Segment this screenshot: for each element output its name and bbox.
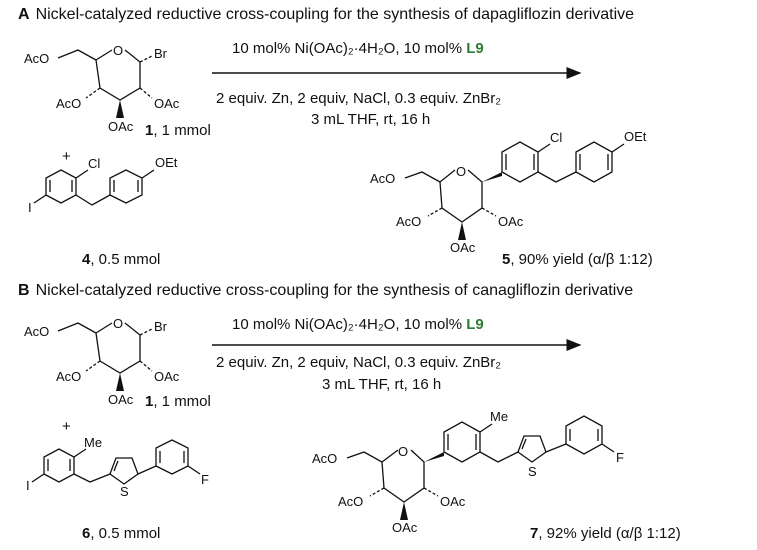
atom-label-i: I: [28, 200, 32, 215]
compound-label-part: 4: [82, 251, 91, 268]
atom-label-aco: AcO: [370, 171, 395, 186]
atom-label-oac: OAc: [440, 494, 466, 509]
compound-5-label: 5, 90% yield (α/β 1:12): [502, 251, 653, 268]
atom-label-oac: OAc: [154, 369, 180, 384]
atom-label-o: O: [398, 444, 408, 459]
atom-label-oet: OEt: [624, 129, 647, 144]
compound-label-part: 7: [530, 525, 539, 542]
atom-label-s: S: [528, 464, 537, 479]
panel-b-catalyst-line: 10 mol% Ni(OAc)₂·4H₂O, 10 mol% L9: [232, 316, 484, 333]
panel-b-title: Nickel-catalyzed reductive cross-couplin…: [35, 282, 634, 299]
compound-label-part: , 1 mmol: [153, 393, 211, 410]
atom-label-me: Me: [84, 435, 102, 450]
panel-a-catalyst: 10 mol% Ni(OAc)₂·4H₂O, 10 mol%: [232, 40, 463, 57]
compound-label-part: , 92% yield (α/β 1:12): [538, 525, 681, 542]
panel-b-ligand: L9: [466, 316, 484, 333]
atom-label-aco: AcO: [312, 451, 337, 466]
atom-label-me: Me: [490, 409, 508, 424]
panel-a-title: Nickel-catalyzed reductive cross-couplin…: [35, 6, 635, 23]
panel-a-catalyst-line: 10 mol% Ni(OAc)₂·4H₂O, 10 mol% L9: [232, 40, 484, 57]
compound-7-structure: O AcO OAc AcO OAc Me S F: [312, 409, 624, 535]
atom-label-oac: OAc: [108, 392, 134, 407]
atom-label-aco: AcO: [56, 96, 81, 111]
plus-sign-b: +: [62, 418, 71, 435]
panel-b-additives: 2 equiv. Zn, 2 equiv, NaCl, 0.3 equiv. Z…: [216, 354, 502, 371]
compound-7-label: 7, 92% yield (α/β 1:12): [530, 525, 681, 542]
panel-b-heading: B Nickel-catalyzed reductive cross-coupli…: [18, 282, 633, 300]
compound-1-structure-b: O AcO Br OAc AcO OAc: [24, 316, 180, 407]
compound-4-structure: I Cl OEt: [28, 155, 178, 215]
panel-b-catalyst: 10 mol% Ni(OAc)₂·4H₂O, 10 mol%: [232, 316, 463, 333]
atom-label-br: Br: [154, 319, 168, 334]
panel-a-ligand: L9: [466, 40, 484, 57]
compound-1-label-a: 1, 1 mmol: [145, 122, 211, 139]
atom-label-o: O: [456, 164, 466, 179]
atom-label-aco: AcO: [396, 214, 421, 229]
atom-label-cl: Cl: [88, 156, 100, 171]
compound-4-label: 4, 0.5 mmol: [82, 251, 160, 268]
atom-label-aco: AcO: [24, 51, 49, 66]
atom-label-oet: OEt: [155, 155, 178, 170]
compound-label-part: , 90% yield (α/β 1:12): [510, 251, 653, 268]
plus-sign-a: +: [62, 148, 71, 165]
compound-6-label: 6, 0.5 mmol: [82, 525, 160, 542]
atom-label-s: S: [120, 484, 129, 499]
atom-label-o: O: [113, 316, 123, 331]
compound-1-structure-a: O AcO Br OAc AcO OAc: [24, 43, 180, 134]
compound-label-part: , 1 mmol: [153, 122, 211, 139]
atom-label-oac: OAc: [154, 96, 180, 111]
panel-b-solvent: 3 mL THF, rt, 16 h: [322, 376, 442, 393]
panel-a-solvent: 3 mL THF, rt, 16 h: [311, 111, 431, 128]
panel-b-letter: B: [18, 282, 30, 299]
atom-label-oac: OAc: [108, 119, 134, 134]
atom-label-o: O: [113, 43, 123, 58]
atom-label-aco: AcO: [338, 494, 363, 509]
panel-a-heading: A Nickel-catalyzed reductive cross-coupli…: [18, 6, 634, 24]
atom-label-cl: Cl: [550, 130, 562, 145]
compound-1-label-b: 1, 1 mmol: [145, 393, 211, 410]
compound-5-structure: O AcO OAc AcO OAc Cl OEt: [370, 129, 647, 255]
atom-label-oac: OAc: [450, 240, 476, 255]
panel-a-letter: A: [18, 6, 30, 23]
atom-label-oac: OAc: [498, 214, 524, 229]
compound-label-part: 6: [82, 525, 91, 542]
atom-label-aco: AcO: [56, 369, 81, 384]
compound-label-part: 1: [145, 122, 154, 139]
panel-a-additives: 2 equiv. Zn, 2 equiv, NaCl, 0.3 equiv. Z…: [216, 90, 502, 107]
atom-label-f: F: [616, 450, 624, 465]
compound-label-part: , 0.5 mmol: [90, 251, 161, 268]
compound-label-part: 1: [145, 393, 154, 410]
atom-label-aco: AcO: [24, 324, 49, 339]
compound-label-part: , 0.5 mmol: [90, 525, 161, 542]
atom-label-br: Br: [154, 46, 168, 61]
compound-6-structure: I Me S F: [26, 435, 209, 499]
compound-label-part: 5: [502, 251, 511, 268]
atom-label-f: F: [201, 472, 209, 487]
atom-label-oac: OAc: [392, 520, 418, 535]
atom-label-i: I: [26, 478, 30, 493]
